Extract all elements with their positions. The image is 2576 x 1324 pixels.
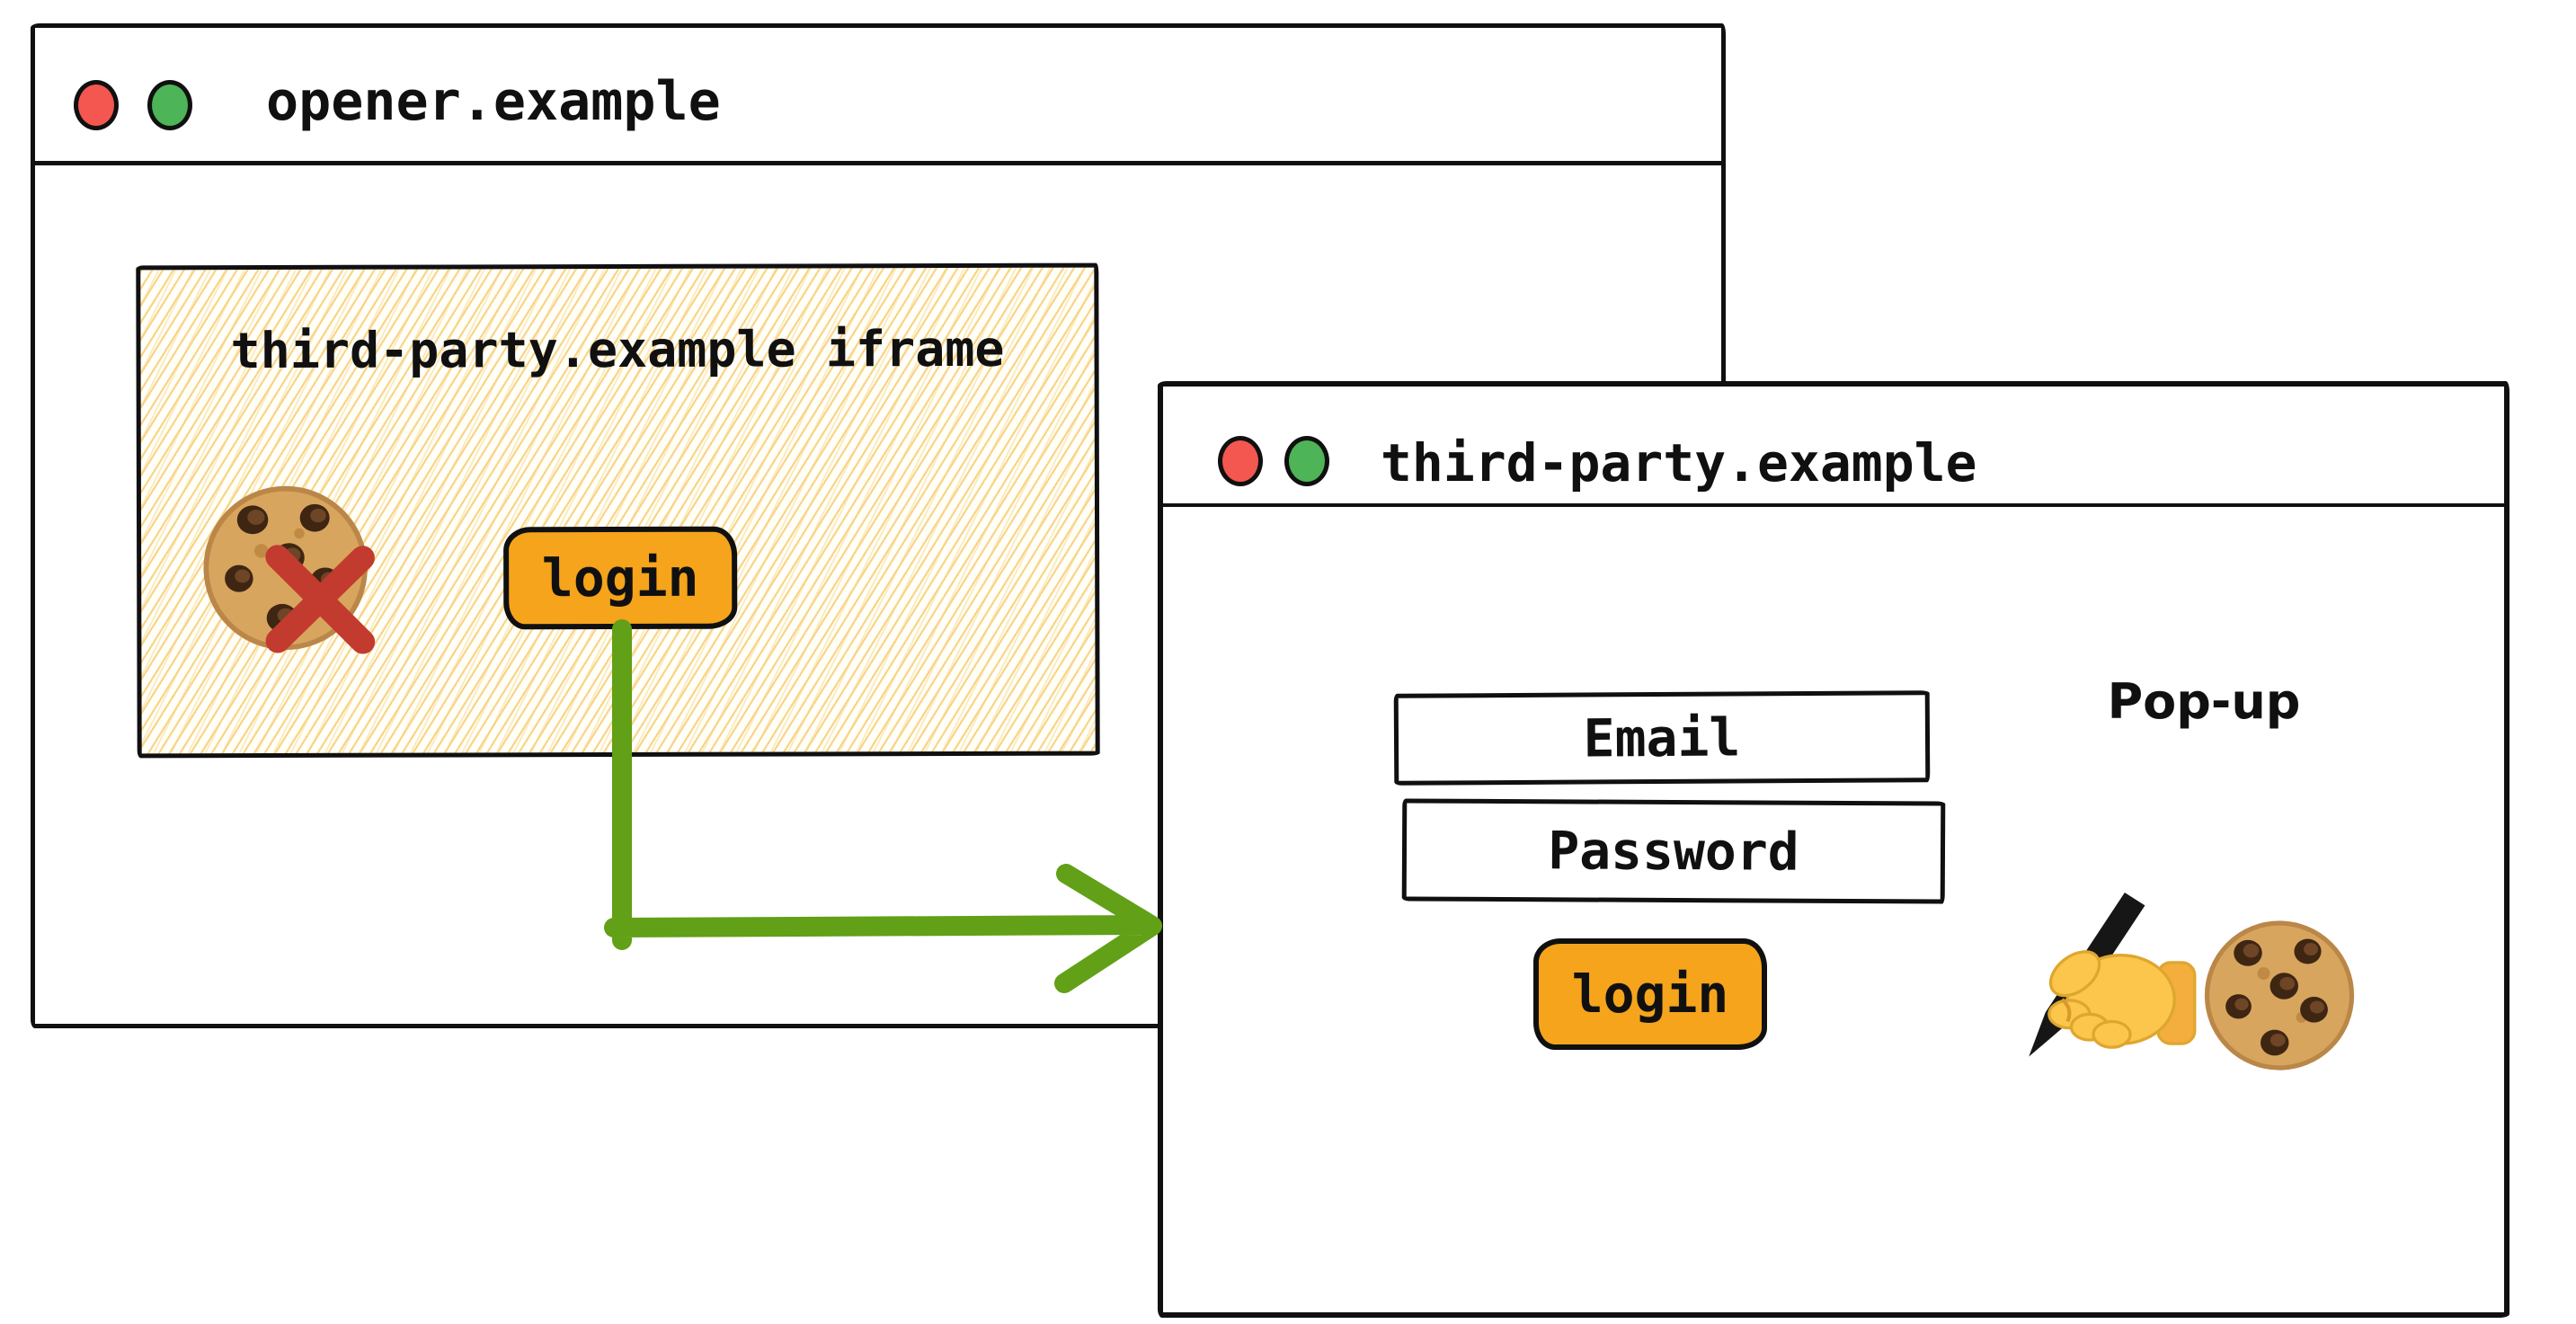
maximize-button[interactable] (1284, 436, 1329, 486)
cookie-icon (2195, 917, 2364, 1074)
opener-window-title: opener.example (266, 70, 721, 133)
password-field[interactable]: Password (1401, 798, 1946, 904)
third-party-iframe: third-party.example iframe (136, 262, 1100, 759)
iframe-login-button[interactable]: login (503, 526, 738, 630)
popup-window: third-party.example Email Password login… (1158, 381, 2509, 1318)
email-field[interactable]: Email (1393, 690, 1931, 786)
opener-titlebar: opener.example (35, 28, 1721, 165)
popup-window-title: third-party.example (1381, 432, 1977, 493)
red-cross-icon (258, 542, 382, 657)
popup-login-button[interactable]: login (1533, 938, 1767, 1050)
iframe-label: third-party.example iframe (230, 319, 1005, 380)
writing-hand-icon (2018, 888, 2202, 1081)
popup-titlebar: third-party.example (1163, 387, 2504, 507)
maximize-button[interactable] (147, 80, 192, 130)
popup-label: Pop-up (2107, 673, 2301, 730)
close-button[interactable] (74, 80, 119, 130)
close-button[interactable] (1218, 436, 1263, 486)
